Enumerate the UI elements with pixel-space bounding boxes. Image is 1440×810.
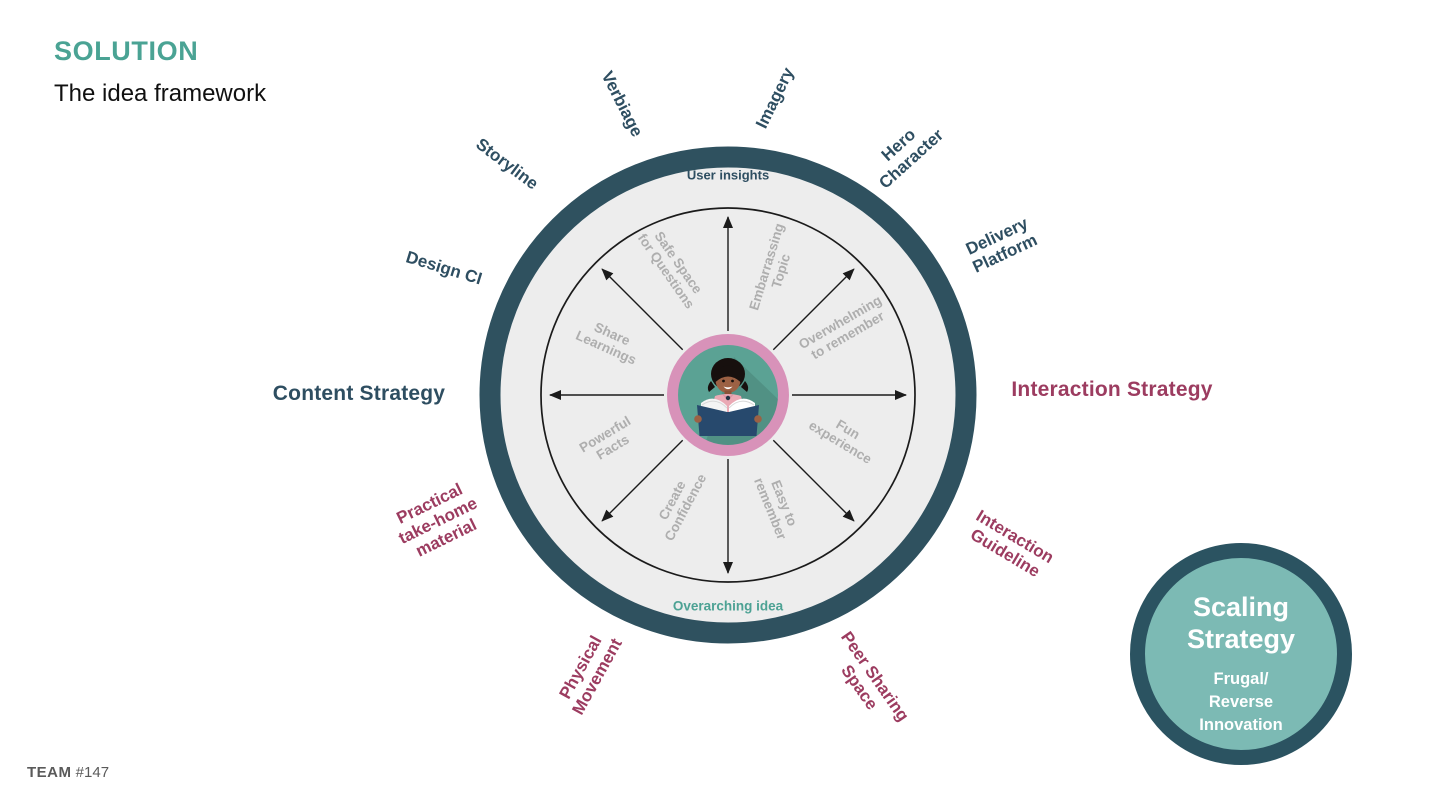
center-badge [667,334,789,456]
team-label: TEAM [27,764,72,781]
page-subtitle: The idea framework [54,80,267,107]
team-number: #147 [75,764,110,781]
framework-wheel-graphic [479,146,977,644]
outer-label-design-ci: Design CI [403,247,485,289]
wheel-top-label: User insights [686,167,770,183]
outer-label-verbiage: Verbiage [597,68,647,140]
outer-label-practical-material: Practical take-home material [393,479,481,562]
slide-header: SOLUTION The idea framework [54,36,266,108]
outer-label-content-strategy: Content Strategy [272,382,446,406]
spoke-arrows [549,216,907,574]
scaling-strategy-title: Scaling Strategy [1186,592,1296,654]
page-title: SOLUTION [54,36,199,66]
outer-label-imagery: Imagery [752,64,798,132]
team-footer: TEAM #147 [27,764,109,781]
scaling-strategy-circle: Scaling Strategy Frugal/ Reverse Innovat… [1130,543,1352,765]
framework-wheel: User insights Overarching idea Safe Spac… [478,145,978,645]
reader-illustration [694,358,762,436]
inner-circle [540,207,916,583]
scaling-strategy-subtitle: Frugal/ Reverse Innovation [1199,669,1283,734]
outer-label-interaction-strategy: Interaction Strategy [1011,378,1213,402]
wheel-bottom-label: Overarching idea [672,598,784,614]
